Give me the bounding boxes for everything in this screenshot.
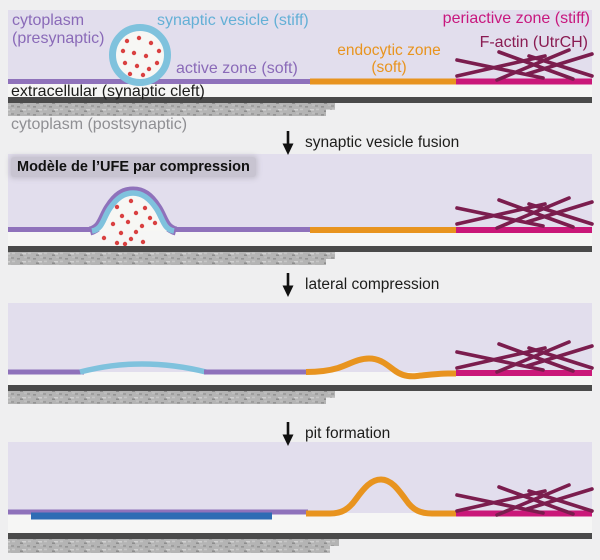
label-endocytic-zone: endocytic zone (soft) (337, 42, 441, 77)
step-label: lateral compression (305, 276, 440, 293)
panel-4-pit-formation (8, 442, 594, 553)
postsynaptic-density-edge-p2 (326, 252, 335, 259)
step-label: pit formation (305, 425, 391, 442)
postsynaptic-density-p3 (8, 391, 326, 404)
neurotransmitter-dots-p2 (101, 198, 158, 247)
label-f-actin: F-actin (UtrCH) (479, 34, 588, 51)
step-label: synaptic vesicle fusion (305, 134, 460, 151)
step-pit-formation: pit formation (281, 421, 390, 447)
postsynaptic-membrane-p1 (8, 97, 592, 103)
down-arrow-icon (282, 422, 294, 446)
label-cytoplasm-presynaptic: cytoplasm (presynaptic) (12, 12, 105, 47)
postsynaptic-membrane-p2 (8, 246, 592, 252)
label-periactive-zone: periactive zone (stiff) (442, 10, 590, 27)
postsynaptic-membrane-p3 (8, 385, 592, 391)
label-extracellular-cleft: extracellular (synaptic cleft) (11, 83, 205, 100)
panel-1-resting-synapse (8, 10, 594, 116)
panel-2-vesicle-fused (8, 154, 594, 265)
postsynaptic-density-edge-p3 (326, 391, 335, 398)
neurotransmitter-dots-p1 (120, 35, 162, 78)
step-synaptic-vesicle-fusion: synaptic vesicle fusion (281, 130, 459, 156)
fused-vesicle-dome (88, 186, 178, 247)
label-active-zone: active zone (soft) (176, 60, 298, 77)
flattened-vesicle-membrane-p3 (79, 361, 207, 375)
down-arrow-icon (282, 273, 294, 297)
synaptic-cleft-p1 (8, 81, 592, 97)
dome-vesicle-membrane (91, 190, 175, 234)
endocytic-zone-bulge-p3 (305, 355, 456, 380)
presynaptic-cytoplasm-p4 (8, 442, 592, 513)
panel-3-lateral-compression (8, 303, 594, 404)
endocytic-pit-p4 (306, 476, 456, 517)
postsynaptic-density-p2 (8, 252, 326, 265)
postsynaptic-density-p1 (8, 103, 326, 116)
synaptic-vesicle (109, 24, 171, 86)
label-synaptic-vesicle: synaptic vesicle (stiff) (157, 12, 309, 29)
down-arrow-icon (282, 131, 294, 155)
postsynaptic-membrane-p4 (8, 533, 592, 539)
postsynaptic-density-edge-p1 (326, 103, 335, 110)
model-title: Modèle de l’UFE par compression (11, 157, 256, 177)
synaptic-cleft-p2 (8, 229, 592, 246)
postsynaptic-density-p4 (8, 539, 330, 553)
postsynaptic-density-edge-p4 (330, 539, 339, 546)
label-cytoplasm-postsynaptic: cytoplasm (postsynaptic) (11, 116, 188, 133)
step-lateral-compression: lateral compression (281, 272, 439, 298)
